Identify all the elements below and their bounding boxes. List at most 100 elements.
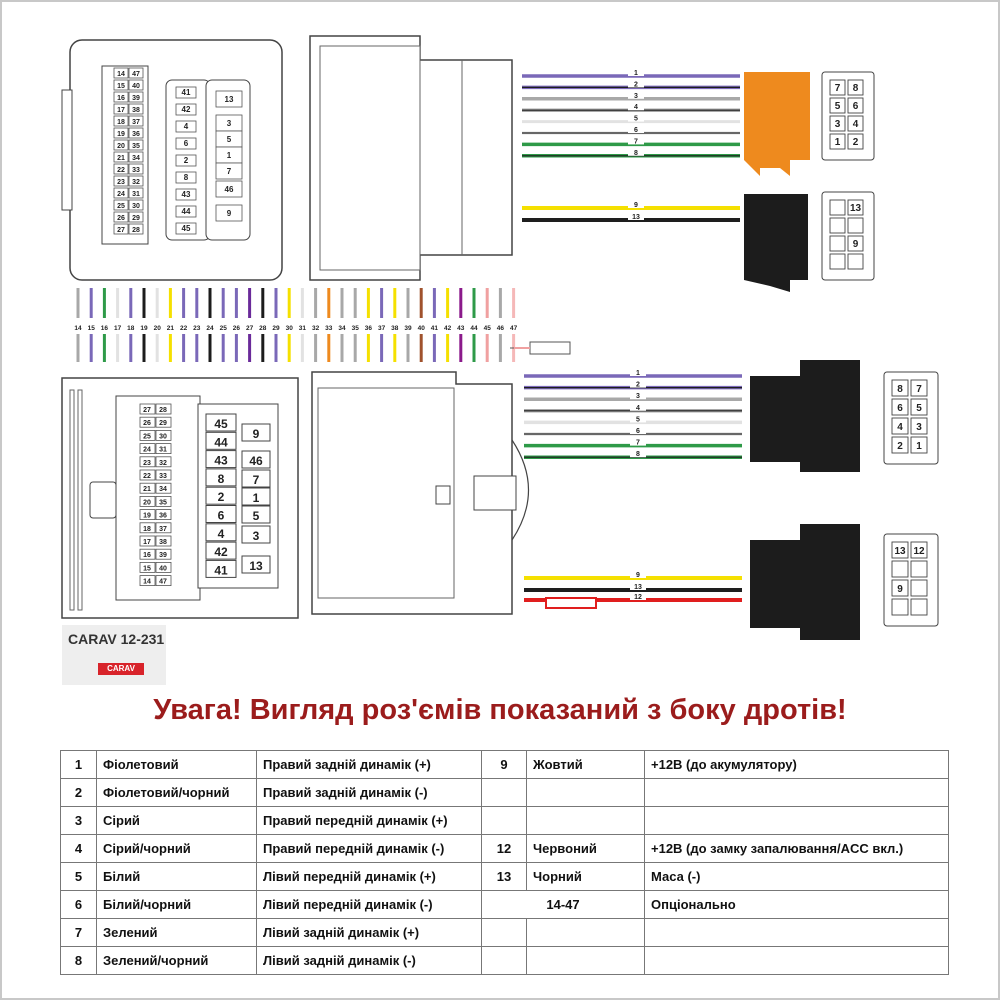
legend-cell-function: Лівий задній динамік (+)	[256, 918, 482, 947]
legend-cell-color: Білий	[96, 862, 257, 891]
iso-cell	[829, 115, 846, 132]
pin-cell	[113, 163, 129, 175]
pin-label: 15	[117, 83, 125, 90]
pin-cell	[215, 180, 243, 198]
pin-cell	[113, 103, 129, 115]
legend-cell-function: Правий задній динамік (+)	[256, 750, 482, 779]
wire-label: 4	[636, 405, 640, 412]
iso-cell	[847, 217, 864, 234]
pin-label: 21	[117, 155, 125, 162]
pin-label: 24	[143, 447, 151, 454]
strip-pin-label: 36	[365, 325, 373, 332]
iso-cell	[910, 541, 928, 559]
bottom-black-iso-a	[750, 360, 860, 472]
pin-cell	[113, 91, 129, 103]
iso-cell	[910, 560, 928, 578]
pin-label: 15	[143, 565, 151, 572]
pin-label: 13	[249, 559, 263, 573]
pin-label: 2	[184, 156, 189, 165]
strip-pin-label: 33	[325, 325, 333, 332]
iso-pin-label: 4	[897, 422, 903, 433]
legend-cell-pin2: 9	[481, 750, 527, 779]
iso-pin-label: 1	[835, 137, 841, 148]
pin-label: 7	[227, 167, 232, 176]
pin-cell	[128, 163, 144, 175]
legend-cell-pin2: 13	[481, 862, 527, 891]
pin-cell	[215, 90, 243, 108]
strip-pin-label: 22	[180, 325, 188, 332]
pin-label: 5	[253, 509, 260, 523]
wire-label-bg	[628, 115, 644, 122]
iso-cell	[829, 79, 846, 96]
orange-iso-connector	[744, 72, 810, 176]
legend-cell-pin: 2	[60, 778, 97, 807]
strip-pin-label: 29	[272, 325, 280, 332]
iso-cell	[910, 436, 928, 454]
wire-label: 3	[636, 393, 640, 400]
pin-label: 22	[117, 167, 125, 174]
pin-label: 45	[214, 417, 228, 431]
wire-label-bg	[630, 393, 646, 400]
pin-label: 23	[143, 460, 151, 467]
pin-label: 42	[214, 545, 228, 559]
pin-cell	[113, 199, 129, 211]
pin-cell	[241, 487, 271, 506]
legend-cell-color2	[526, 778, 645, 807]
pin-label: 26	[143, 420, 151, 427]
legend-cell-pin: 4	[60, 834, 97, 863]
pin-cell	[175, 103, 197, 116]
legend-cell-color2	[526, 918, 645, 947]
pin-label: 19	[143, 513, 151, 520]
legend-cell-color2: Чорний	[526, 862, 645, 891]
iso-cell	[891, 598, 909, 616]
pin-cell	[128, 67, 144, 79]
wire-label: 5	[636, 416, 640, 423]
pin-label: 16	[143, 552, 151, 559]
pin-cell	[139, 575, 156, 586]
warning-heading: Увага! Вигляд роз'ємів показаний з боку …	[153, 694, 847, 726]
legend-cell-pin2: 12	[481, 834, 527, 863]
strip-pin-label: 42	[444, 325, 452, 332]
legend-cell-color: Сірий	[96, 806, 257, 835]
legend-cell-pin2: 14-47	[481, 890, 645, 919]
iso-pin-label: 3	[835, 119, 841, 130]
bottom-connector-clip	[435, 485, 451, 505]
pin-cell	[205, 541, 237, 560]
iso-cell	[829, 235, 846, 252]
legend-cell-function2	[644, 946, 949, 975]
pin-cell	[155, 469, 172, 481]
strip-pin-label: 45	[484, 325, 492, 332]
pin-label: 3	[253, 529, 260, 543]
strip-pin-label: 28	[259, 325, 267, 332]
iso-pin-label: 13	[894, 546, 906, 557]
pin-label: 30	[159, 433, 167, 440]
pin-label: 22	[143, 473, 151, 480]
iso-cell	[847, 253, 864, 270]
iso-pin-label: 9	[853, 239, 859, 250]
strip-pin-label: 40	[418, 325, 426, 332]
pin-label: 37	[132, 119, 140, 126]
legend-cell-function: Лівий передній динамік (+)	[256, 862, 482, 891]
bottom-main-connector-inner	[317, 387, 455, 599]
strip-pin-label: 37	[378, 325, 386, 332]
pin-cell	[139, 443, 156, 455]
strip-pin-label: 43	[457, 325, 465, 332]
iso-cell	[847, 79, 864, 96]
strip-pin-label: 27	[246, 325, 254, 332]
strip-pin-label: 46	[497, 325, 505, 332]
iso-pin-label: 4	[853, 119, 859, 130]
pin-cell	[205, 413, 237, 432]
legend-cell-pin2	[481, 918, 527, 947]
pin-label: 34	[132, 155, 140, 162]
wire-label-bg	[628, 214, 644, 220]
bottom-plug-latch	[89, 481, 117, 519]
wire-label-bg	[628, 81, 644, 88]
wire-label-bg	[628, 104, 644, 111]
legend-cell-pin: 1	[60, 750, 97, 779]
strip-pin-label: 24	[206, 325, 214, 332]
strip-pin-label: 38	[391, 325, 399, 332]
